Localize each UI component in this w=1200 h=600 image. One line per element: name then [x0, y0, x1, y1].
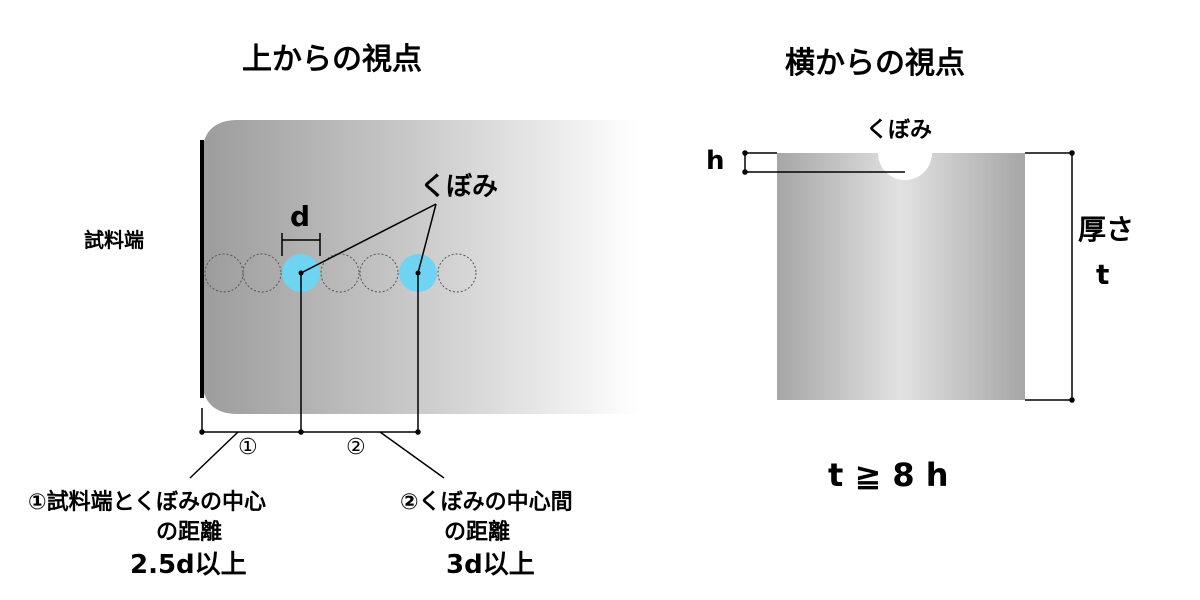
thickness-label-1: 厚さ — [1078, 213, 1135, 246]
side-indent-label: くぼみ — [866, 118, 933, 143]
note-1-line2: の距離 — [156, 520, 223, 545]
marker-2: ② — [346, 435, 366, 460]
note-2-line2: の距離 — [444, 520, 511, 545]
marker-1: ① — [238, 435, 258, 460]
diameter-label: d — [290, 200, 311, 233]
note-1-line1: ①試料端とくぼみの中心 — [28, 490, 266, 515]
note-1-value: 2.5d以上 — [130, 550, 247, 580]
note-2-value: 3d以上 — [446, 550, 535, 580]
thickness-dimension — [1025, 150, 1075, 403]
distance-dimension — [189, 273, 445, 479]
thickness-label-2: t — [1096, 258, 1110, 291]
top-view-title: 上からの視点 — [242, 42, 422, 77]
top-indent-label: くぼみ — [420, 172, 499, 202]
depth-label: h — [706, 146, 725, 176]
thickness-condition: t ≧ 8 h — [828, 456, 949, 494]
diameter-dimension — [281, 233, 321, 256]
side-view-title: 横からの視点 — [785, 46, 965, 81]
depth-dimension — [742, 150, 905, 175]
sample-edge-label: 試料端 — [84, 228, 144, 252]
indent-leader-lines — [300, 203, 437, 274]
side-view-sample — [777, 153, 1025, 400]
indent-row-dashed — [204, 253, 477, 293]
note-2-line1: ②くぼみの中心間 — [400, 490, 573, 515]
